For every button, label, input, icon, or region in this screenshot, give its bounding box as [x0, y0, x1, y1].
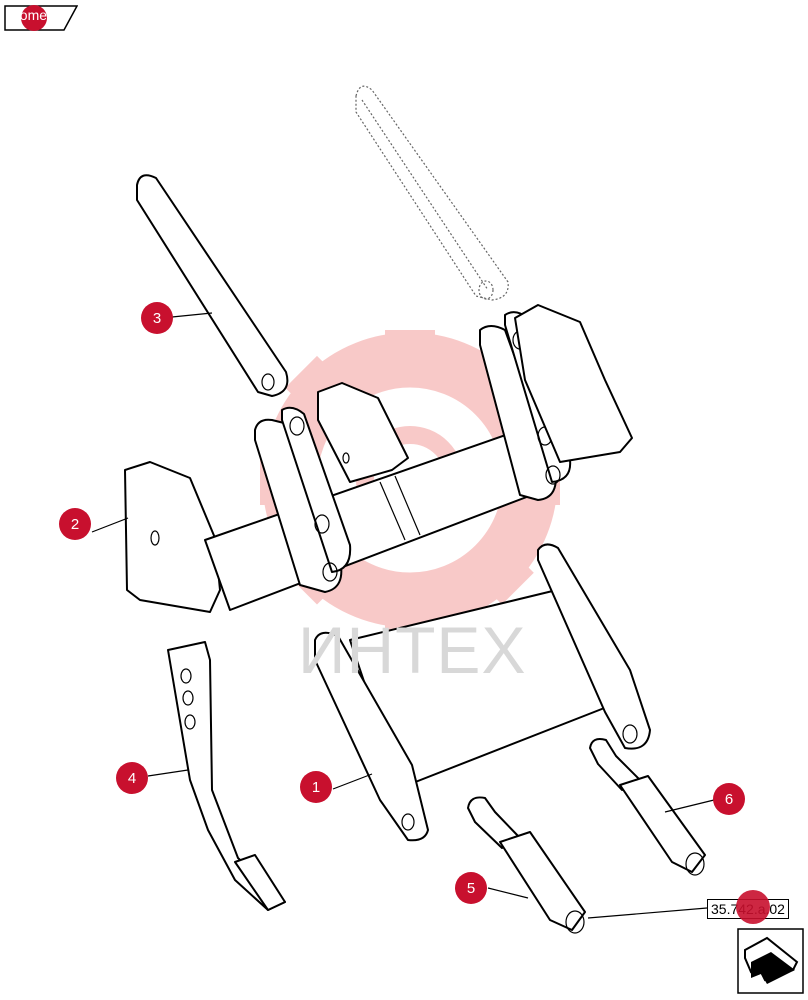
part-6-cylinder	[589, 738, 706, 876]
part-1-lower-frame	[314, 543, 651, 842]
part-4-arm	[167, 641, 286, 911]
part-3-link-bar	[136, 174, 289, 397]
callout-1-label: 1	[312, 779, 320, 796]
callout-6[interactable]: 6	[713, 783, 745, 815]
part-5-cylinder	[467, 796, 586, 934]
callout-4-label: 4	[128, 770, 136, 787]
callout-4[interactable]: 4	[116, 762, 148, 794]
reference-marker	[736, 890, 770, 924]
home-link[interactable]: home	[12, 7, 48, 23]
callout-5[interactable]: 5	[455, 872, 487, 904]
callout-6-label: 6	[725, 791, 733, 808]
callout-1[interactable]: 1	[300, 771, 332, 803]
callout-3-label: 3	[153, 310, 161, 327]
leader-lines	[91, 312, 715, 919]
watermark-text: ИНТЕХ	[298, 613, 527, 687]
callout-3[interactable]: 3	[141, 302, 173, 334]
arrow-right-icon[interactable]	[737, 928, 804, 994]
part-2-main-frame	[124, 304, 633, 613]
ghost-link-part	[355, 85, 509, 301]
callout-2[interactable]: 2	[59, 508, 91, 540]
home-tab[interactable]	[4, 5, 78, 31]
callout-2-label: 2	[71, 516, 79, 533]
callout-5-label: 5	[467, 880, 475, 897]
